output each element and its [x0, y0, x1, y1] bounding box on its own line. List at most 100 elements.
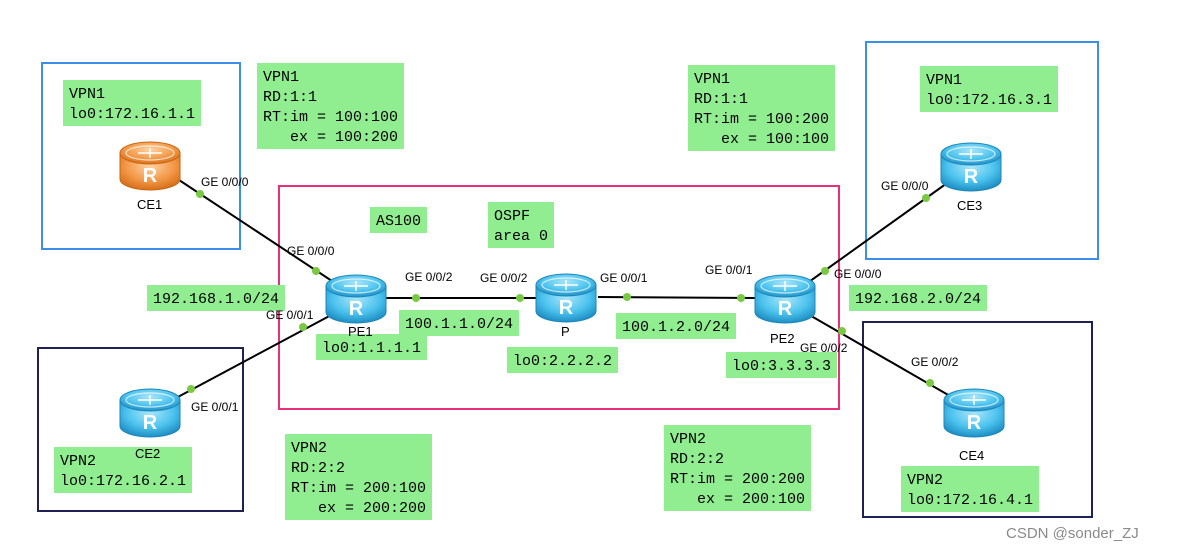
vpn1-site-box-ce1: [41, 62, 241, 250]
note-line: RT:im = 100:100: [263, 109, 398, 126]
port-dot: [838, 327, 846, 335]
router-r-glyph: R: [349, 298, 364, 320]
note-line: OSPF: [494, 208, 530, 225]
router-arrows-icon: [125, 392, 175, 408]
link-ce2-pe1: [175, 312, 336, 399]
router-ce1: R: [119, 141, 181, 191]
note-background: [285, 434, 432, 520]
note-line: RT:im = 100:200: [694, 111, 829, 128]
router-name-ce4: CE4: [959, 448, 984, 463]
note-line: lo0:3.3.3.3: [732, 358, 831, 375]
watermark: CSDN @sonder_ZJ: [1006, 525, 1139, 542]
router-r-glyph: R: [143, 165, 158, 187]
note-line: RT:im = 200:100: [291, 480, 426, 497]
router-r-glyph: R: [967, 412, 982, 434]
note-background: [63, 80, 201, 126]
note-line: 192.168.2.0/24: [855, 291, 981, 308]
note-background: [920, 66, 1058, 112]
iface-pe2-ge002: GE 0/0/2: [800, 341, 848, 355]
port-dot: [196, 190, 204, 198]
note-line: AS100: [376, 213, 421, 230]
router-name-pe2: PE2: [770, 331, 795, 346]
note-net-p-pe2: 100.1.2.0/24: [616, 313, 736, 339]
note-line: lo0:172.16.4.1: [907, 492, 1033, 509]
iface-ce2-ge001: GE 0/0/1: [191, 400, 239, 414]
router-p: R: [535, 273, 597, 323]
note-as100: AS100: [370, 207, 427, 233]
note-line: VPN1: [69, 86, 105, 103]
note-background: [849, 285, 987, 311]
note-line: ex = 200:200: [291, 500, 426, 517]
note-line: lo0:172.16.2.1: [60, 473, 186, 490]
note-line: VPN2: [670, 431, 706, 448]
router-pe1: R: [325, 274, 387, 324]
note-background: [399, 310, 519, 336]
note-line: RD:1:1: [263, 89, 317, 106]
note-line: ex = 100:200: [263, 129, 398, 146]
note-background: [488, 202, 554, 248]
port-dots: [187, 190, 934, 393]
note-background: [664, 425, 811, 511]
port-dot: [922, 194, 930, 202]
router-name-ce3: CE3: [957, 198, 982, 213]
router-arrows-icon: [125, 145, 175, 161]
note-line: RD:1:1: [694, 91, 748, 108]
note-pe1-loopback: lo0:1.1.1.1: [316, 334, 427, 360]
note-background: [370, 207, 427, 233]
router-pe2: R: [754, 274, 816, 324]
note-line: VPN1: [694, 71, 730, 88]
router-arrows-icon: [946, 146, 996, 162]
iface-pe1-ge002: GE 0/0/2: [405, 270, 453, 284]
note-background: [901, 466, 1039, 512]
note-line: VPN1: [926, 72, 962, 89]
router-ce2: R: [119, 388, 181, 438]
note-line: 100.1.1.0/24: [405, 316, 513, 333]
router-name-ce1: CE1: [137, 197, 162, 212]
iface-ce4-ge002: GE 0/0/2: [911, 355, 959, 369]
port-dot: [737, 294, 745, 302]
vpn1-site-box-ce3: [865, 41, 1099, 260]
note-line: 192.168.1.0/24: [153, 291, 279, 308]
note-p-loopback: lo0:2.2.2.2: [507, 347, 618, 373]
iface-pe2-ge000: GE 0/0/0: [834, 267, 882, 281]
router-name-pe1: PE1: [348, 324, 373, 339]
port-dot: [312, 267, 320, 275]
port-dot: [187, 385, 195, 393]
note-pe2-loopback: lo0:3.3.3.3: [726, 352, 837, 378]
vpn2-site-box-ce4: [862, 321, 1093, 518]
note-line: lo0:2.2.2.2: [513, 353, 612, 370]
note-background: [147, 285, 285, 311]
note-line: lo0:1.1.1.1: [322, 340, 421, 357]
router-r-glyph: R: [143, 412, 158, 434]
port-dot: [412, 294, 420, 302]
note-net-right: 192.168.2.0/24: [849, 285, 987, 311]
note-background: [54, 447, 192, 493]
router-arrows-icon: [760, 278, 810, 294]
router-arrows-icon: [331, 278, 381, 294]
iface-ce3-ge000: GE 0/0/0: [881, 179, 929, 193]
iface-pe2-ge001: GE 0/0/1: [705, 263, 753, 277]
iface-p-ge001: GE 0/0/1: [600, 271, 648, 285]
note-background: [316, 334, 427, 360]
port-dot: [926, 379, 934, 387]
note-line: 100.1.2.0/24: [622, 319, 730, 336]
note-line: ex = 200:100: [670, 491, 805, 508]
router-r-glyph: R: [559, 297, 574, 319]
note-net-pe1-p: 100.1.1.0/24: [399, 310, 519, 336]
note-background: [688, 65, 835, 151]
note-line: RD:2:2: [291, 460, 345, 477]
router-ce4: R: [943, 388, 1005, 438]
router-arrows-icon: [541, 277, 591, 293]
port-dot: [299, 323, 307, 331]
iface-ce1-ge000: GE 0/0/0: [201, 175, 249, 189]
port-dot: [623, 293, 631, 301]
note-background: [726, 352, 837, 378]
iface-p-ge002: GE 0/0/2: [480, 271, 528, 285]
router-name-ce2: CE2: [135, 446, 160, 461]
